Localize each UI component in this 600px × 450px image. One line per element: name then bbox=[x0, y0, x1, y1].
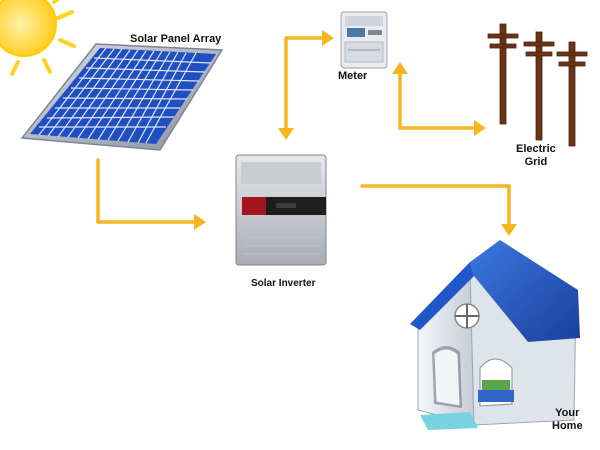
meter-icon bbox=[340, 11, 388, 69]
label-your-home: Your Home bbox=[552, 407, 583, 433]
arrowheads bbox=[194, 30, 517, 236]
label-electric-grid-line1: Electric bbox=[516, 143, 556, 155]
inverter-icon bbox=[235, 154, 327, 266]
label-your-home-line1: Your bbox=[555, 407, 580, 419]
label-your-home-line2: Home bbox=[552, 420, 583, 432]
arrow-meter-grid bbox=[398, 70, 476, 130]
label-solar-inverter: Solar Inverter bbox=[251, 278, 316, 289]
solar-panel-icon bbox=[20, 43, 224, 151]
label-electric-grid-line2: Grid bbox=[524, 156, 548, 168]
arrow-inverter-meter bbox=[284, 36, 326, 130]
arrow-panel-to-inverter bbox=[96, 158, 198, 224]
house-icon bbox=[410, 240, 580, 430]
label-electric-grid: Electric Grid bbox=[516, 143, 556, 169]
power-pole-icon bbox=[487, 23, 588, 147]
flow-arrows bbox=[96, 36, 511, 226]
arrow-inverter-to-home bbox=[360, 184, 511, 226]
sun-icon bbox=[0, 0, 76, 76]
label-solar-panel-array: Solar Panel Array bbox=[130, 33, 222, 45]
label-meter: Meter bbox=[338, 70, 368, 82]
